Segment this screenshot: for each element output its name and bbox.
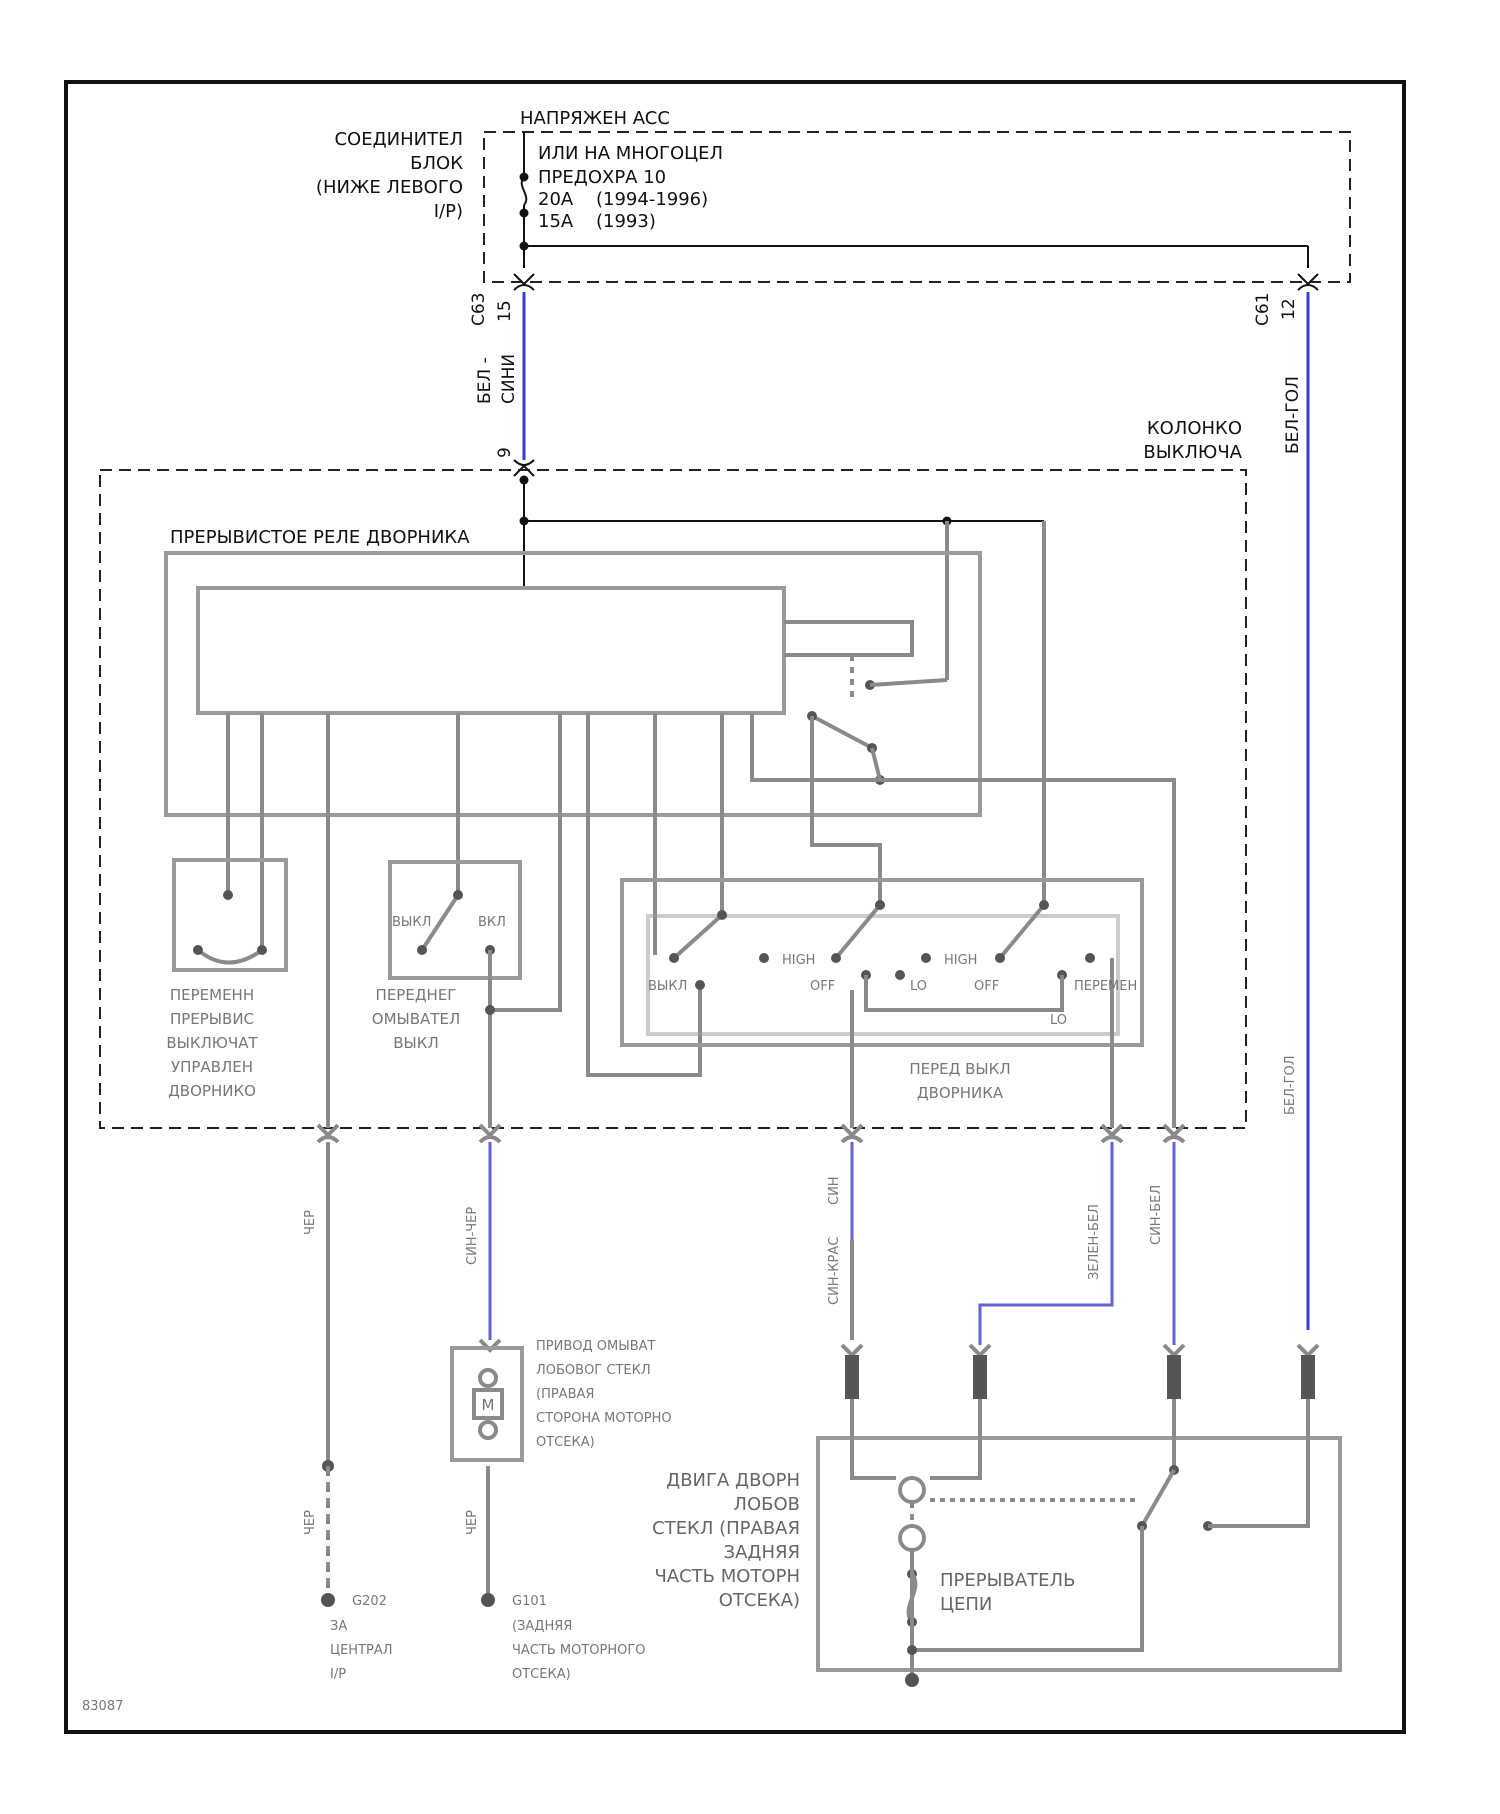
svg-text:ЧАСТЬ МОТОРН: ЧАСТЬ МОТОРН — [654, 1566, 800, 1587]
svg-text:ЛОБОВОГ СТЕКЛ: ЛОБОВОГ СТЕКЛ — [536, 1363, 651, 1378]
svg-text:СТОРОНА МОТОРНО: СТОРОНА МОТОРНО — [536, 1411, 672, 1426]
wire-right-color: БЕЛ-ГОЛ — [1283, 376, 1303, 454]
column-switch-outline — [100, 470, 1246, 1128]
svg-text:ДВИГА ДВОРН: ДВИГА ДВОРН — [666, 1470, 800, 1491]
relay-outline — [166, 553, 980, 815]
svg-text:20A: 20A — [538, 189, 574, 210]
connector-c63-label: C63 — [469, 292, 489, 326]
svg-text:ПЕРЕД ВЫКЛ: ПЕРЕД ВЫКЛ — [909, 1060, 1010, 1078]
svg-text:I/P): I/P) — [434, 201, 463, 222]
svg-text:ОТСЕКА): ОТСЕКА) — [512, 1667, 571, 1682]
svg-text:ЧЕР: ЧЕР — [303, 1510, 318, 1535]
svg-text:ПРЕРЫВАТЕЛЬ: ПРЕРЫВАТЕЛЬ — [940, 1570, 1075, 1591]
svg-text:ЗАДНЯЯ: ЗАДНЯЯ — [724, 1542, 800, 1563]
svg-text:OFF: OFF — [810, 979, 835, 994]
svg-text:LO: LO — [910, 979, 927, 994]
svg-text:ПРЕДОХРА 10: ПРЕДОХРА 10 — [538, 167, 666, 188]
svg-text:КОЛОНКО: КОЛОНКО — [1147, 418, 1242, 439]
svg-text:ДВОРНИКА: ДВОРНИКА — [917, 1084, 1004, 1102]
svg-text:OFF: OFF — [974, 979, 999, 994]
relay-module — [198, 588, 784, 713]
svg-text:ЦЕНТРАЛ: ЦЕНТРАЛ — [330, 1643, 393, 1658]
svg-text:I/P: I/P — [330, 1667, 346, 1682]
svg-text:ЛОБОВ: ЛОБОВ — [733, 1494, 800, 1515]
svg-text:ВЫКЛ: ВЫКЛ — [393, 1034, 438, 1052]
connector-c61-label: C61 — [1253, 292, 1273, 326]
svg-text:HIGH: HIGH — [782, 953, 815, 968]
svg-text:СТЕКЛ (ПРАВАЯ: СТЕКЛ (ПРАВАЯ — [652, 1518, 800, 1539]
svg-text:ВКЛ: ВКЛ — [478, 915, 506, 930]
svg-text:ВЫКЛ: ВЫКЛ — [648, 979, 687, 994]
connector-c63-pin: 15 — [495, 300, 515, 322]
column-switch-label: КОЛОНКО ВЫКЛЮЧА — [1143, 418, 1242, 463]
svg-text:(1993): (1993) — [596, 211, 656, 232]
svg-text:ВЫКЛ: ВЫКЛ — [392, 915, 431, 930]
svg-text:СИН-КРАС: СИН-КРАС — [827, 1237, 842, 1305]
wire-left-color-1: БЕЛ - — [475, 357, 495, 404]
svg-text:(1994-1996): (1994-1996) — [596, 189, 708, 210]
svg-text:HIGH: HIGH — [944, 953, 977, 968]
connector-pin-9-symbol — [514, 460, 534, 476]
svg-text:(НИЖЕ ЛЕВОГО: (НИЖЕ ЛЕВОГО — [316, 177, 463, 198]
svg-text:ДВОРНИКО: ДВОРНИКО — [168, 1082, 256, 1100]
connector-c61-pin: 12 — [1279, 298, 1299, 320]
blurred-region: ПЕРЕМЕНН ПРЕРЫВИС ВЫКЛЮЧАТ УПРАВЛЕН ДВОР… — [82, 553, 1340, 1714]
pin-9-label: 9 — [495, 447, 515, 458]
svg-text:ЧЕР: ЧЕР — [465, 1510, 480, 1535]
svg-text:83087: 83087 — [82, 1699, 123, 1714]
svg-text:ЗА: ЗА — [330, 1619, 347, 1634]
svg-text:(ПРАВАЯ: (ПРАВАЯ — [536, 1387, 594, 1402]
svg-text:M: M — [482, 1396, 495, 1414]
connector-block-label: СОЕДИНИТЕЛ БЛОК (НИЖЕ ЛЕВОГО I/P) — [316, 129, 463, 222]
svg-text:ЦЕПИ: ЦЕПИ — [940, 1594, 992, 1615]
svg-text:СИН: СИН — [827, 1176, 842, 1205]
svg-text:БЛОК: БЛОК — [410, 153, 463, 174]
svg-text:ВЫКЛЮЧАТ: ВЫКЛЮЧАТ — [166, 1034, 258, 1052]
power-label: НАПРЯЖЕН ACC — [520, 108, 670, 129]
svg-text:ПРЕРЫВИС: ПРЕРЫВИС — [170, 1010, 254, 1028]
svg-text:ЗЕЛЕН-БЕЛ: ЗЕЛЕН-БЕЛ — [1087, 1204, 1102, 1280]
svg-text:УПРАВЛЕН: УПРАВЛЕН — [171, 1058, 253, 1076]
wire-left-color-2: СИНИ — [499, 354, 519, 404]
svg-text:ЧЕР: ЧЕР — [303, 1210, 318, 1235]
svg-text:ЧАСТЬ МОТОРНОГО: ЧАСТЬ МОТОРНОГО — [512, 1643, 646, 1658]
svg-text:СОЕДИНИТЕЛ: СОЕДИНИТЕЛ — [334, 129, 463, 150]
relay-label: ПРЕРЫВИСТОЕ РЕЛЕ ДВОРНИКА — [170, 527, 470, 548]
svg-text:СИН-ЧЕР: СИН-ЧЕР — [465, 1207, 480, 1265]
svg-text:G202: G202 — [352, 1594, 387, 1609]
svg-text:ОТСЕКА): ОТСЕКА) — [719, 1590, 800, 1611]
svg-text:ИЛИ НА МНОГОЦЕЛ: ИЛИ НА МНОГОЦЕЛ — [538, 143, 723, 164]
svg-text:ВЫКЛЮЧА: ВЫКЛЮЧА — [1143, 442, 1242, 463]
svg-text:ПРИВОД ОМЫВАТ: ПРИВОД ОМЫВАТ — [536, 1339, 656, 1354]
svg-text:ПЕРЕДНЕГ: ПЕРЕДНЕГ — [376, 986, 457, 1004]
svg-text:БЕЛ-ГОЛ: БЕЛ-ГОЛ — [1283, 1055, 1298, 1115]
svg-text:ОТСЕКА): ОТСЕКА) — [536, 1435, 595, 1450]
svg-text:(ЗАДНЯЯ: (ЗАДНЯЯ — [512, 1619, 572, 1634]
svg-text:ОМЫВАТЕЛ: ОМЫВАТЕЛ — [372, 1010, 460, 1028]
svg-text:LO: LO — [1050, 1013, 1067, 1028]
svg-text:СИН-БЕЛ: СИН-БЕЛ — [1149, 1185, 1164, 1245]
fuse-label: ИЛИ НА МНОГОЦЕЛ ПРЕДОХРА 10 20A (1994-19… — [538, 143, 723, 232]
svg-text:15A: 15A — [538, 211, 574, 232]
svg-text:G101: G101 — [512, 1594, 547, 1609]
svg-text:ПЕРЕМЕН: ПЕРЕМЕН — [1074, 979, 1137, 994]
svg-text:ПЕРЕМЕНН: ПЕРЕМЕНН — [170, 986, 254, 1004]
